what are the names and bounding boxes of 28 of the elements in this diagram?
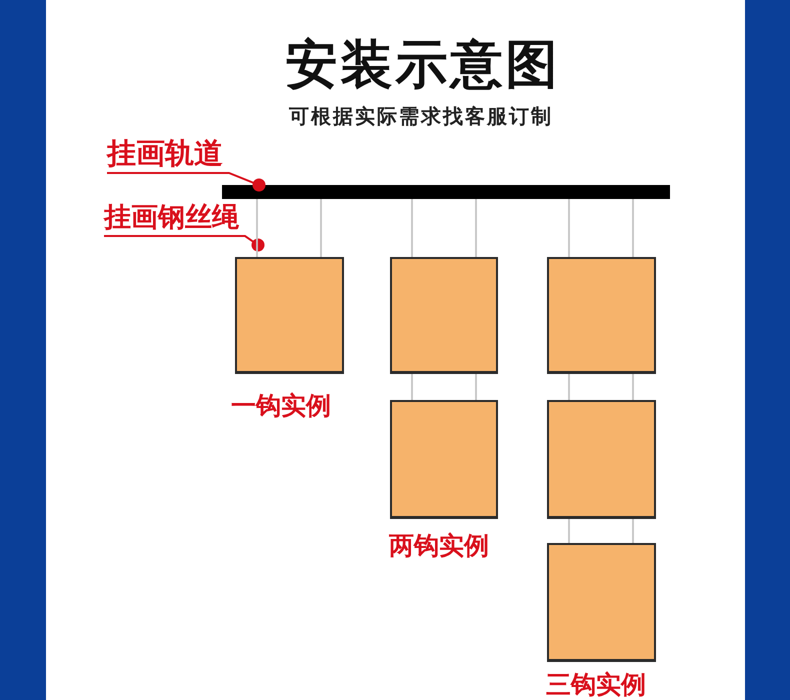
hanging-wire — [568, 374, 570, 400]
hanging-wire — [411, 199, 413, 257]
part-label: 挂画钢丝绳 — [104, 204, 239, 235]
picture-frame — [547, 257, 656, 374]
picture-frame — [390, 257, 498, 374]
hanging-wire — [256, 199, 258, 257]
hanging-wire — [568, 199, 570, 257]
hanging-wire — [320, 199, 322, 257]
leader-line — [104, 235, 264, 252]
example-caption: 一钩实例 — [231, 393, 331, 418]
example-caption: 两钩实例 — [389, 533, 489, 558]
hanging-wire — [632, 374, 634, 400]
leader-line — [107, 172, 266, 192]
picture-frame — [547, 400, 656, 519]
hanging-wire — [411, 374, 413, 400]
hanging-wire — [632, 199, 634, 257]
hanging-rail — [222, 185, 670, 199]
hanging-wire — [475, 199, 477, 257]
picture-frame — [390, 400, 498, 519]
part-label: 挂画轨道 — [107, 139, 223, 172]
example-caption: 三钩实例 — [546, 672, 646, 697]
picture-frame — [547, 543, 656, 662]
hanging-wire — [568, 519, 570, 543]
picture-frame — [235, 257, 344, 374]
title: 安装示意图 — [286, 39, 560, 91]
hanging-wire — [632, 519, 634, 543]
hanging-wire — [475, 374, 477, 400]
subtitle: 可根据实际需求找客服订制 — [289, 106, 553, 126]
